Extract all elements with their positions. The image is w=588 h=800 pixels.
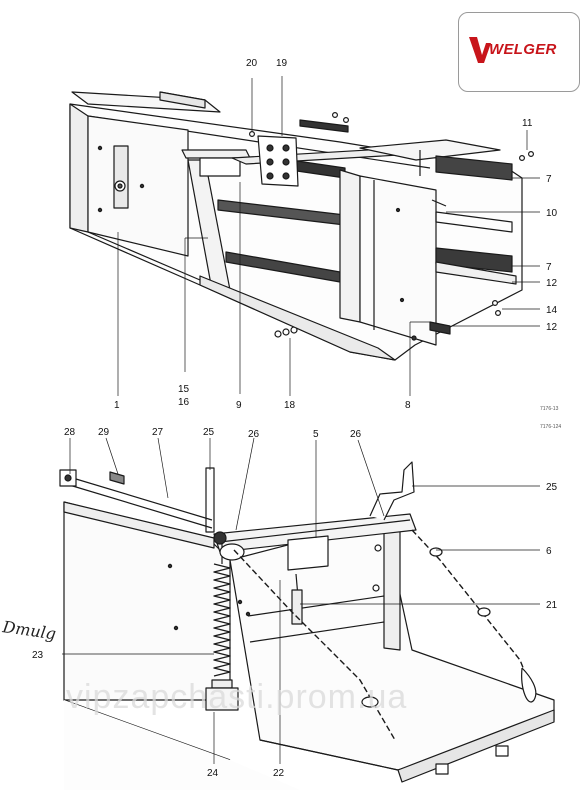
callout-7-bottom: 7	[546, 262, 552, 273]
callout-1: 1	[114, 400, 120, 411]
callout-9: 9	[236, 400, 242, 411]
lower-callout-leaders	[62, 437, 540, 764]
callout-5: 5	[313, 429, 319, 440]
callout-26-right: 26	[350, 429, 362, 440]
site-watermark: vipzapchasti.prom.ua	[66, 678, 407, 716]
callout-25-left: 25	[203, 427, 215, 438]
lower-drawing-code: 7176-124	[540, 424, 561, 430]
callout-14: 14	[546, 305, 558, 316]
callout-7-top: 7	[546, 174, 552, 185]
brand-logo-box: WELGER	[458, 12, 580, 92]
brand-logo-text: WELGER	[489, 41, 557, 58]
callout-18: 18	[284, 400, 296, 411]
callout-8: 8	[405, 400, 411, 411]
upper-callout-leaders	[117, 76, 540, 396]
welger-logo-icon	[469, 37, 491, 63]
lower-callout-labels: 28 29 27 25 26 5 26 25 6 21 23 24 22 717…	[32, 424, 561, 779]
callout-10: 10	[546, 208, 558, 219]
callout-19: 19	[276, 58, 288, 69]
callout-24: 24	[207, 768, 219, 779]
callout-28: 28	[64, 427, 76, 438]
upper-callout-labels: 20 19 11 7 10 7 12 14 12 1 15 16 9 18 8 …	[114, 58, 559, 412]
upper-drawing-code: 7176-13	[540, 406, 559, 412]
handwritten-note: Dmulg	[0, 617, 57, 643]
callout-23: 23	[32, 650, 44, 661]
lower-ramp-assembly	[59, 461, 555, 790]
callout-21: 21	[546, 600, 558, 611]
callout-12-top: 12	[546, 278, 558, 289]
callout-12-bottom: 12	[546, 322, 558, 333]
callout-15: 15	[178, 384, 190, 395]
callout-26-left: 26	[248, 429, 260, 440]
callout-20: 20	[246, 58, 258, 69]
callout-22: 22	[273, 768, 285, 779]
callout-27: 27	[152, 427, 164, 438]
upper-frame-assembly	[69, 91, 534, 361]
callout-29: 29	[98, 427, 110, 438]
callout-25-right: 25	[546, 482, 558, 493]
callout-6: 6	[546, 546, 552, 557]
callout-11: 11	[522, 118, 533, 129]
callout-16: 16	[178, 397, 190, 408]
